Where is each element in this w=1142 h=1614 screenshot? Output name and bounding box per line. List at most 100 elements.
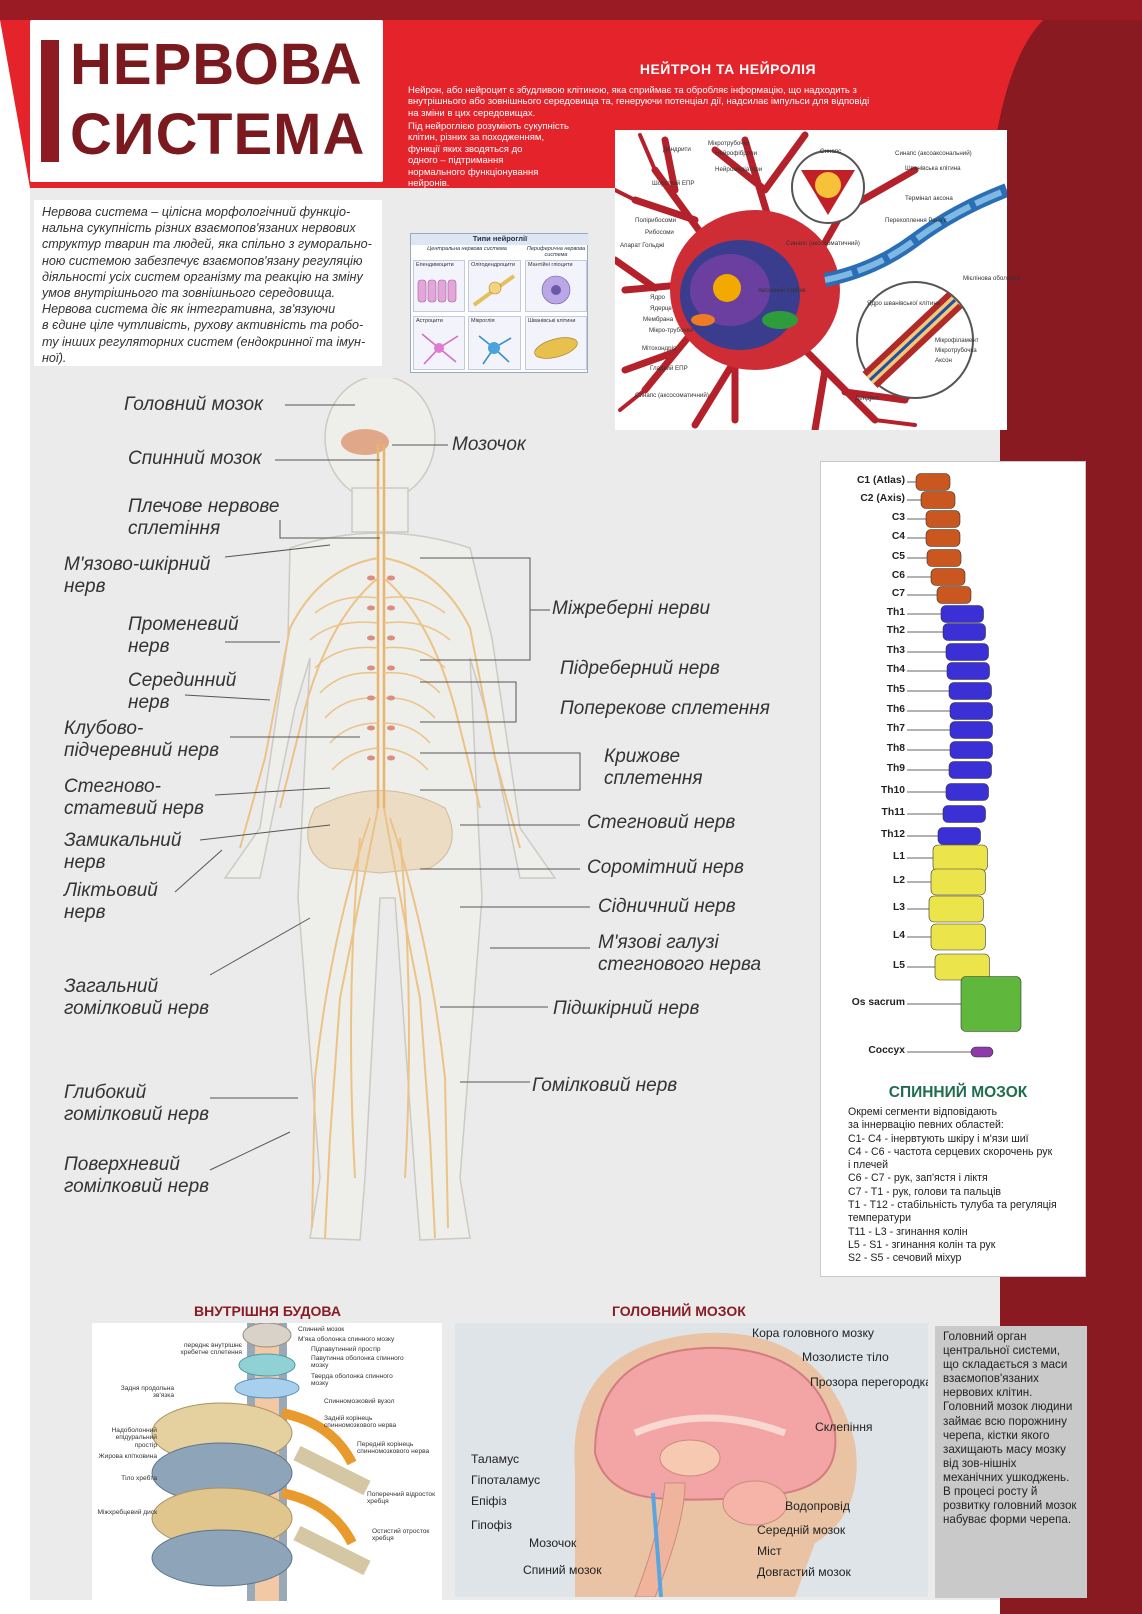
intro-text: Нервова система – цілісна морфологічний …	[34, 200, 382, 366]
inner-label: Спинний мозок	[298, 1326, 345, 1333]
title-line-1: НЕРВОВА	[70, 32, 363, 97]
label-spinal-cord: Спинний мозок	[128, 448, 262, 469]
body-label-leader-lines	[174, 404, 590, 1171]
brain-label-fornix: Склепіння	[815, 1420, 873, 1434]
vertebra-label: Th12	[880, 829, 905, 840]
spinal-cord-section-title: СПИННИЙ МОЗОК	[888, 1084, 1028, 1101]
label-brain: Головний мозок	[124, 394, 264, 415]
vertebra-th4	[946, 662, 990, 680]
vertebra-th12	[937, 827, 981, 845]
neuron-label: Мікрофіламент	[935, 337, 979, 344]
brain-label-septum: Прозора перегородка	[810, 1375, 928, 1389]
title-box: НЕРВОВА СИСТЕМА	[30, 20, 383, 182]
glia-cell-oligodendrocytes: Олігодендроцити	[468, 260, 521, 312]
vertebra-label: Th2	[886, 625, 905, 636]
vertebra-label: C6	[891, 570, 905, 581]
vertebra-th7	[949, 721, 993, 739]
neuron-label: Мікро-трубочки	[649, 327, 693, 334]
human-body-illustration	[223, 378, 557, 1241]
inner-label: Поперечний відросток хребця	[367, 1491, 435, 1506]
neuron-label: Синапс (аксосоматичний)	[786, 240, 860, 247]
label-cerebellum: Мозочок	[452, 434, 526, 455]
vertebra-coccyx	[970, 1046, 994, 1058]
brain-label-epiphysis: Епіфіз	[471, 1494, 507, 1508]
brain-label-cortex: Кора головного мозку	[752, 1326, 875, 1340]
vertebra-label: L1	[892, 851, 905, 862]
neuron-label: Дендрит	[855, 395, 880, 402]
neuroglia-paragraph: Під нейроглією розуміють сукупність кліт…	[408, 121, 569, 190]
neuron-label: Полірибосоми	[635, 217, 676, 224]
label-femoral-nerve: Стегновий нерв	[587, 812, 736, 833]
vertebra-label: Th1	[886, 607, 905, 618]
vertebra-c5	[926, 549, 962, 567]
inner-label: Спинномозковий вузол	[324, 1398, 395, 1405]
neuron-label: Мембрана	[643, 316, 674, 323]
grey-body	[30, 188, 1000, 1600]
vertebra-th1	[940, 605, 984, 623]
vertebra-th2	[942, 623, 986, 641]
neuron-label: Ядро шванівської клітини	[867, 300, 941, 307]
vertebra-th10	[945, 783, 989, 801]
glia-cell-satellite: Мантійні гліоцити	[525, 260, 587, 312]
vertebra-c7	[936, 586, 972, 604]
label-lumbar-plexus: Поперекове сплетення	[560, 698, 770, 719]
vertebra-label: L3	[892, 902, 905, 913]
neuron-section-title: НЕЙТРОН ТА НЕЙРОЛІЯ	[639, 61, 817, 77]
neuron-label: Апарат Гольджі	[620, 242, 665, 249]
vertebra-c6	[930, 568, 966, 586]
neuron-label: Синапс (аксосоматичний)	[635, 392, 709, 399]
title-accent-bar	[41, 40, 59, 162]
vertebra-label: C1 (Atlas)	[856, 475, 905, 486]
neuron-label: Мікротрубочки	[708, 140, 750, 147]
vertebra-label: Th8	[886, 743, 905, 754]
inner-label: Тіло хребта	[121, 1475, 157, 1482]
brain-label-medulla: Довгастий мозок	[757, 1565, 851, 1579]
brain-label-corpus-callosum: Мозолисте тіло	[802, 1350, 889, 1364]
vertebra-label: C2 (Axis)	[860, 493, 905, 504]
neuron-label: Гладкий ЕПР	[650, 365, 688, 372]
label-common-peroneal-nerve: Загальний гомілковий нерв	[64, 976, 210, 1019]
inner-label: Остистий отросток хребця	[372, 1528, 430, 1543]
vertebra-label: C5	[891, 551, 905, 562]
title-line-2: СИСТЕМА	[70, 102, 366, 167]
vertebra-th11	[942, 805, 986, 823]
spinal-cord-segments-text: Окремі сегменти відповідають за іннервац…	[848, 1106, 1057, 1265]
vertebra-os-sacrum	[960, 976, 1022, 1032]
label-musculocutaneous-nerve: М'язово-шкірний нерв	[64, 554, 211, 597]
vertebra-c1-atlas-	[915, 473, 951, 491]
neuron-label: Ядро	[650, 294, 665, 301]
vertebra-label: Th6	[886, 704, 905, 715]
neuron-label: Рибосоми	[645, 229, 674, 236]
inner-label: переднє внутрішнє хребетне сплетення	[180, 1342, 243, 1357]
vertebra-l1	[932, 844, 988, 872]
inner-structure-illustration: Спинний мозок М'яка оболонка спинного мо…	[92, 1322, 442, 1601]
brain-label-hypothalamus: Гіпоталамус	[471, 1473, 541, 1487]
glia-cell-microglia: Мікроглія	[468, 316, 521, 370]
neuron-label: Нейрофіброли	[715, 150, 758, 157]
neuron-label: Ядерце	[650, 305, 672, 312]
label-intercostal-nerves: Міжреберні нерви	[552, 598, 711, 619]
vertebra-label: L5	[892, 960, 905, 971]
inner-label: Надоболонний епідуральний простір	[111, 1427, 157, 1449]
glia-cell-ependymocytes: Епендимоцити	[413, 260, 465, 312]
neuron-label: Мікротрубочка	[935, 347, 977, 354]
top-strip	[0, 0, 1142, 20]
label-median-nerve: Серединний нерв	[128, 670, 237, 713]
vertebra-c4	[925, 529, 961, 547]
glia-cell-schwann: Шванівські клітини	[525, 316, 587, 370]
vertebra-label: Os sacrum	[851, 997, 905, 1008]
vertebra-l4	[930, 923, 986, 951]
label-genitofemoral-nerve: Стегново- статевий нерв	[64, 776, 204, 819]
neuron-label: Мієлінова оболонка	[963, 275, 1021, 282]
neuron-label: Нейромедіатори	[715, 166, 763, 173]
inner-label: Павутинна оболонка спинного мозку	[311, 1355, 404, 1370]
vertebra-label: Th7	[886, 723, 905, 734]
brain-label-thalamus: Таламус	[471, 1452, 520, 1466]
vertebra-label: C3	[891, 512, 905, 523]
brain-description: Головний орган центральної системи, що с…	[935, 1326, 1087, 1598]
brain-section-title: ГОЛОВНИЙ МОЗОК	[612, 1303, 746, 1319]
neuron-paragraph: Нейрон, або нейроцит є збудливою клітино…	[408, 85, 870, 119]
vertebra-label: Th11	[881, 807, 905, 818]
vertebra-th9	[948, 761, 992, 779]
vertebra-cross-section	[151, 1322, 371, 1601]
